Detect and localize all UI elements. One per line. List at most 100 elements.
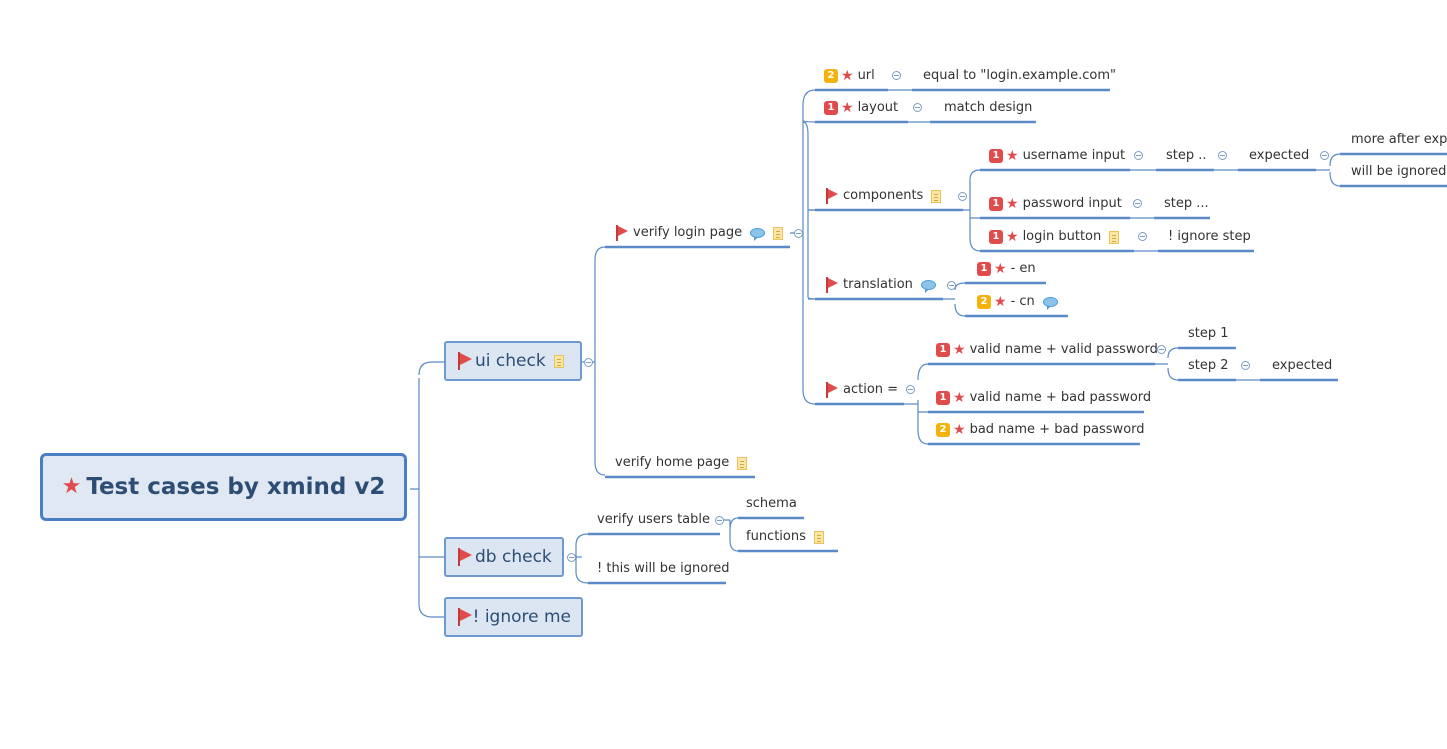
topic-username-input[interactable]: 1 ★ username input: [989, 148, 1125, 164]
note-icon[interactable]: [773, 226, 784, 240]
topic-step-2-label: step 2: [1188, 358, 1229, 373]
comment-icon[interactable]: [1042, 297, 1058, 310]
topic-components-label: components: [843, 188, 924, 203]
topic-functions[interactable]: functions: [746, 529, 824, 545]
topic-verify-users-table[interactable]: verify users table: [597, 512, 710, 528]
star-icon: ★: [994, 294, 1007, 310]
collapse-toggle-login-button[interactable]: [1138, 232, 1147, 241]
collapse-toggle-password[interactable]: [1133, 199, 1142, 208]
flag-icon: [826, 277, 838, 293]
topic-layout-label: layout: [857, 100, 899, 115]
topic-username-expected-label: expected: [1249, 148, 1310, 163]
topic-step-1[interactable]: step 1: [1188, 326, 1229, 342]
topic-schema[interactable]: schema: [746, 496, 797, 512]
topic-functions-label: functions: [746, 529, 806, 544]
flag-icon: [458, 352, 472, 370]
collapse-toggle-valid-valid[interactable]: [1157, 345, 1166, 354]
collapse-toggle-username-step[interactable]: [1218, 151, 1227, 160]
star-icon: ★: [953, 390, 966, 406]
note-icon[interactable]: [813, 530, 824, 544]
topic-verify-home-page-label: verify home page: [615, 455, 730, 470]
topic-match-design[interactable]: match design: [944, 100, 1032, 116]
note-icon[interactable]: [931, 189, 942, 203]
collapse-toggle-url[interactable]: [892, 71, 901, 80]
topic-translation[interactable]: translation: [826, 277, 936, 293]
note-icon[interactable]: [737, 456, 748, 470]
comment-icon[interactable]: [750, 228, 766, 241]
topic-translation-label: translation: [843, 277, 913, 292]
collapse-toggle-components[interactable]: [958, 192, 967, 201]
topic-cn[interactable]: 2 ★ - cn: [977, 294, 1058, 310]
topic-password-input-label: password input: [1022, 196, 1122, 211]
topic-valid-name-valid-password[interactable]: 1 ★ valid name + valid password: [936, 342, 1158, 358]
topic-db-check[interactable]: db check: [444, 537, 564, 577]
topic-db-check-label: db check: [475, 547, 552, 567]
topic-url-expected-label: equal to "login.example.com": [923, 68, 1116, 83]
priority-badge: 1: [989, 230, 1003, 244]
collapse-toggle-username[interactable]: [1134, 151, 1143, 160]
topic-verify-home-page[interactable]: verify home page: [615, 455, 748, 471]
topic-ignore-me[interactable]: ! ignore me: [444, 597, 583, 637]
star-icon: ★: [61, 474, 82, 499]
collapse-toggle-db-check[interactable]: [567, 553, 576, 562]
topic-will-be-ignored[interactable]: will be ignored: [1351, 164, 1446, 180]
flag-icon: [616, 225, 628, 241]
root-topic[interactable]: ★ Test cases by xmind v2: [40, 453, 407, 521]
star-icon: ★: [841, 100, 854, 116]
star-icon: ★: [1006, 148, 1019, 164]
collapse-toggle-step-2[interactable]: [1241, 361, 1250, 370]
star-icon: ★: [953, 422, 966, 438]
topic-verify-login-page[interactable]: verify login page: [616, 225, 784, 241]
collapse-toggle-verify-login[interactable]: [794, 229, 803, 238]
topic-password-input[interactable]: 1 ★ password input: [989, 196, 1122, 212]
topic-this-will-be-ignored[interactable]: ! this will be ignored: [597, 561, 730, 577]
topic-ui-check[interactable]: ui check: [444, 341, 582, 381]
flag-icon: [826, 188, 838, 204]
star-icon: ★: [953, 342, 966, 358]
star-icon: ★: [841, 68, 854, 84]
topic-step-2[interactable]: step 2: [1188, 358, 1229, 374]
topic-url-expected[interactable]: equal to "login.example.com": [923, 68, 1116, 84]
topic-step-1-label: step 1: [1188, 326, 1229, 341]
topic-verify-users-table-label: verify users table: [597, 512, 711, 527]
topic-username-expected[interactable]: expected: [1249, 148, 1309, 164]
topic-more-after-expected[interactable]: more after expe: [1351, 132, 1447, 148]
collapse-toggle-ui-check[interactable]: [584, 358, 593, 367]
collapse-toggle-action[interactable]: [906, 385, 915, 394]
topic-valid-name-bad-password[interactable]: 1 ★ valid name + bad password: [936, 390, 1151, 406]
topic-bad-bad-label: bad name + bad password: [969, 422, 1145, 437]
topic-password-step[interactable]: step ...: [1164, 196, 1209, 212]
priority-badge: 2: [824, 69, 838, 83]
topic-login-button[interactable]: 1 ★ login button: [989, 229, 1120, 245]
note-icon[interactable]: [553, 354, 564, 368]
root-topic-label: Test cases by xmind v2: [86, 474, 386, 500]
comment-icon[interactable]: [920, 280, 936, 293]
topic-components[interactable]: components: [826, 188, 942, 204]
topic-login-button-label: login button: [1022, 229, 1102, 244]
flag-icon: [458, 608, 472, 626]
topic-this-will-be-ignored-label: ! this will be ignored: [597, 561, 730, 576]
topic-layout[interactable]: 1 ★ layout: [824, 100, 898, 116]
collapse-toggle-layout[interactable]: [913, 103, 922, 112]
priority-badge: 1: [824, 101, 838, 115]
topic-step-2-expected-label: expected: [1272, 358, 1333, 373]
collapse-toggle-translation[interactable]: [947, 281, 956, 290]
topic-en-label: - en: [1010, 261, 1036, 276]
topic-bad-name-bad-password[interactable]: 2 ★ bad name + bad password: [936, 422, 1145, 438]
topic-en[interactable]: 1 ★ - en: [977, 261, 1036, 277]
topic-action[interactable]: action =: [826, 382, 898, 398]
collapse-toggle-username-expected[interactable]: [1320, 151, 1329, 160]
topic-ui-check-label: ui check: [475, 351, 546, 371]
star-icon: ★: [1006, 229, 1019, 245]
topic-ignore-me-label: ! ignore me: [472, 607, 571, 627]
topic-will-be-ignored-label: will be ignored: [1351, 164, 1447, 179]
topic-step-2-expected[interactable]: expected: [1272, 358, 1332, 374]
note-icon[interactable]: [1109, 230, 1120, 244]
topic-username-step[interactable]: step ..: [1166, 148, 1207, 164]
topic-url[interactable]: 2 ★ url: [824, 68, 875, 84]
topic-ignore-step-label: ! ignore step: [1168, 229, 1251, 244]
collapse-toggle-verify-users[interactable]: [715, 516, 724, 525]
topic-ignore-step[interactable]: ! ignore step: [1168, 229, 1251, 245]
priority-badge: 2: [936, 423, 950, 437]
